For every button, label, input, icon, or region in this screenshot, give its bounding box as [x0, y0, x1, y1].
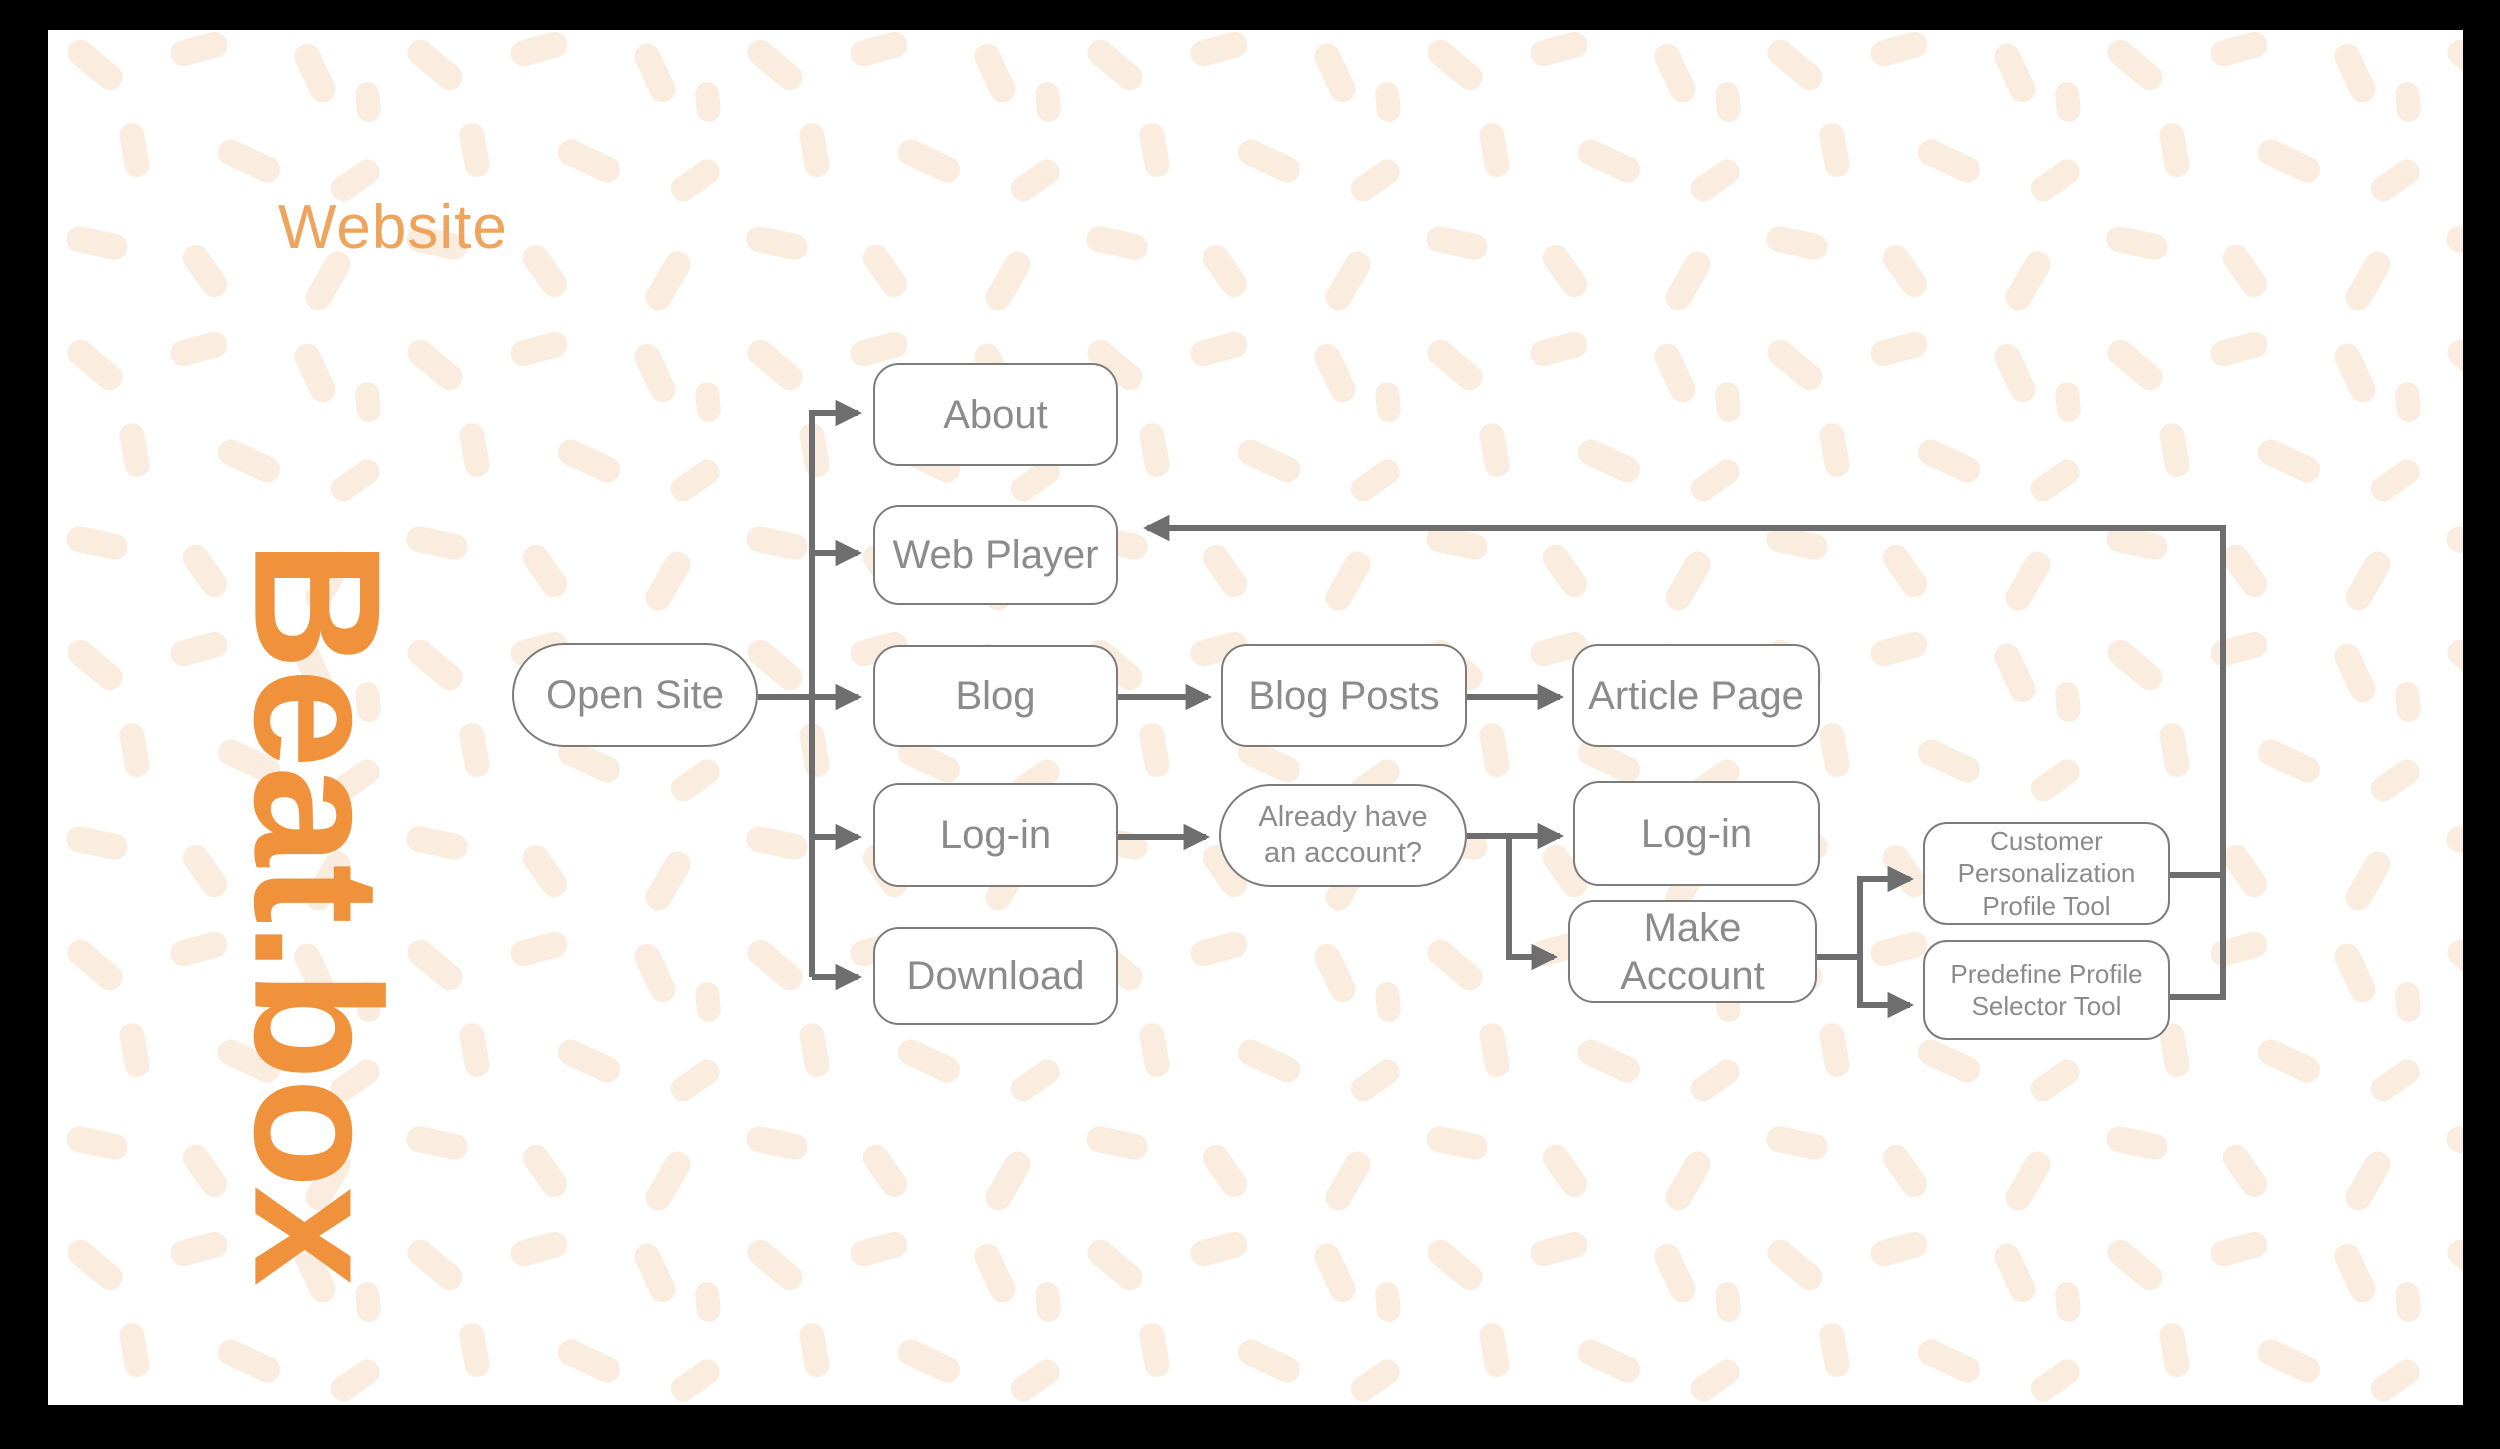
node-label: Article Page — [1588, 673, 1804, 718]
page-title: Website — [278, 193, 508, 262]
node-blog-posts: Blog Posts — [1221, 644, 1467, 747]
edge-make-account-predefine-tool — [1857, 957, 1914, 1019]
node-make-account: Make Account — [1568, 900, 1817, 1003]
node-label: Log-in — [939, 813, 1052, 857]
brand-vertical-title: Beat.box — [216, 540, 418, 1285]
node-label: Log-in — [1640, 811, 1753, 856]
node-blog: Blog — [873, 645, 1118, 747]
node-label: Customer Personalization Profile Tool — [1957, 825, 2136, 921]
edge-make-account-customer-tool — [1817, 865, 1914, 960]
node-label: Make Account — [1620, 905, 1765, 998]
node-label: Open Site — [546, 673, 724, 717]
edge-trunk-about — [809, 399, 862, 977]
node-about: About — [873, 363, 1118, 466]
node-customer-personalization-tool: Customer Personalization Profile Tool — [1923, 822, 2170, 925]
node-label: Blog Posts — [1248, 673, 1440, 718]
node-label: Download — [906, 954, 1085, 998]
node-login-secondary: Log-in — [1573, 781, 1820, 886]
node-label: Blog — [955, 674, 1036, 718]
node-web-player: Web Player — [873, 505, 1118, 605]
node-login: Log-in — [873, 783, 1118, 887]
node-label: Predefine Profile Selector Tool — [1950, 958, 2143, 1022]
node-label: Web Player — [892, 533, 1099, 577]
node-open-site: Open Site — [512, 643, 758, 747]
node-predefine-profile-tool: Predefine Profile Selector Tool — [1923, 940, 2170, 1040]
node-download: Download — [873, 927, 1118, 1025]
node-label: About — [943, 392, 1048, 437]
edge-already-make-account — [1467, 833, 1558, 971]
edge-tools-feedback-web-player — [1143, 514, 2226, 1000]
node-article-page: Article Page — [1572, 644, 1820, 747]
node-already-have-account: Already have an account? — [1219, 784, 1467, 887]
node-label: Already have an account? — [1258, 801, 1428, 869]
